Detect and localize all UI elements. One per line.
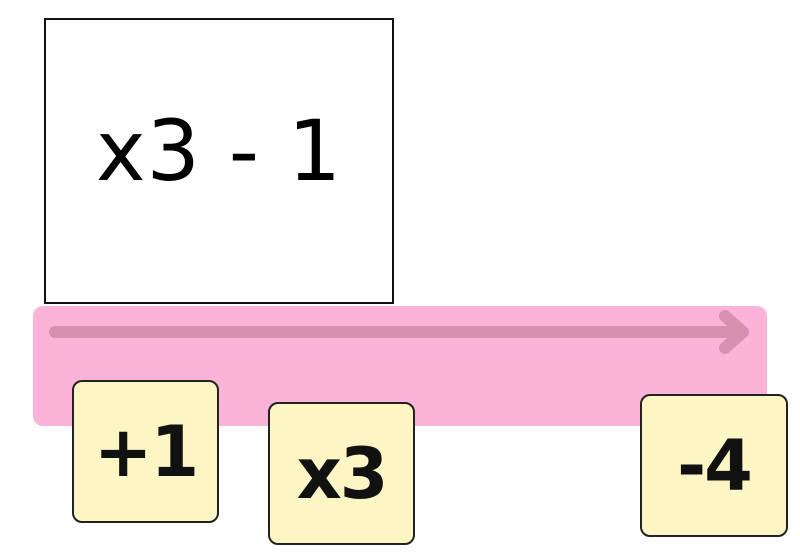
rule-text: x3 - 1 (95, 102, 343, 200)
rule-display: x3 - 1 (44, 18, 394, 304)
card-label: +1 (93, 410, 199, 493)
right-arrow-icon (49, 310, 749, 354)
card-label: x3 (296, 432, 389, 515)
card-label: -4 (677, 424, 753, 507)
operation-card-minus-4[interactable]: -4 (640, 394, 788, 537)
operation-card-times-3[interactable]: x3 (268, 402, 415, 545)
operation-card-plus-1[interactable]: +1 (72, 380, 219, 523)
